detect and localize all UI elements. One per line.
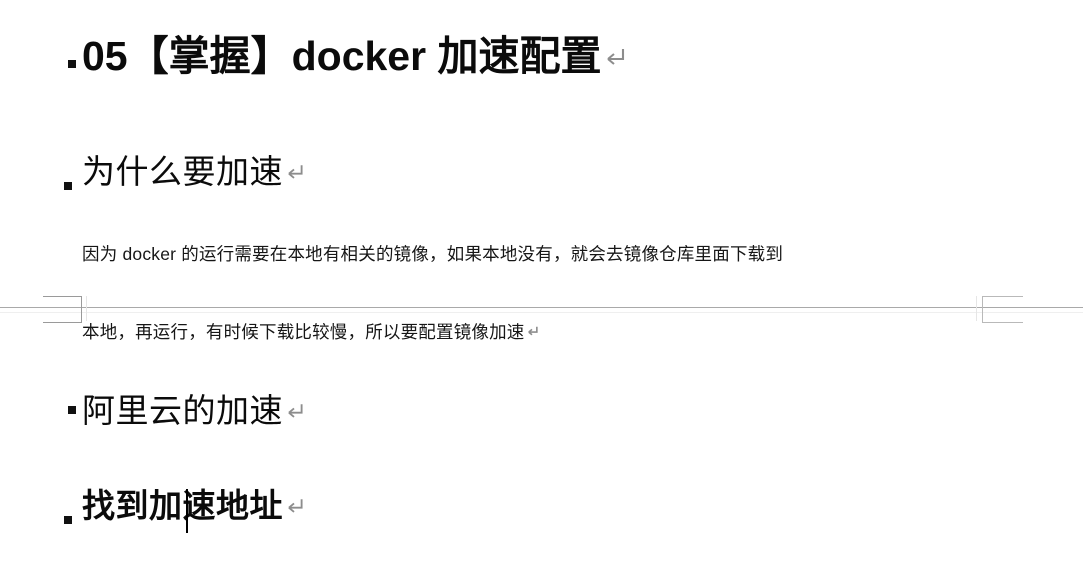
- heading-find-accelerate-address[interactable]: 找到加速地址: [82, 489, 305, 522]
- paragraph-return-icon: [283, 495, 305, 517]
- paragraph-return-icon: [283, 161, 305, 183]
- heading-why-accelerate[interactable]: 为什么要加速: [82, 155, 305, 188]
- paragraph-return-icon: [525, 324, 539, 338]
- document-title-text: 05【掌握】docker 加速配置: [82, 33, 602, 79]
- margin-bracket-right-icon: [982, 296, 1023, 323]
- heading-outline-bullet-icon: [64, 516, 72, 524]
- page-break-separator: [0, 307, 1083, 308]
- document-title[interactable]: 05【掌握】docker 加速配置: [82, 36, 627, 77]
- paragraph-return-icon: [601, 44, 627, 70]
- text-cursor-caret: [186, 489, 188, 533]
- margin-bracket-left-icon: [43, 296, 82, 323]
- body-paragraph-line-1[interactable]: 因为 docker 的运行需要在本地有相关的镜像，如果本地没有，就会去镜像仓库里…: [82, 244, 784, 264]
- page-break-shadow: [0, 312, 1083, 313]
- heading-aliyun-acceleration[interactable]: 阿里云的加速: [82, 394, 305, 427]
- paragraph-return-icon: [283, 400, 305, 422]
- heading-outline-bullet-icon: [68, 406, 76, 414]
- heading-aliyun-acceleration-text: 阿里云的加速: [82, 392, 283, 429]
- body-paragraph-line-2[interactable]: 本地，再运行，有时候下载比较慢，所以要配置镜像加速: [82, 322, 539, 342]
- margin-mark-ghost-left: [86, 296, 87, 321]
- title-outline-bullet-icon: [68, 60, 76, 68]
- margin-mark-ghost-right: [976, 296, 977, 321]
- heading-outline-bullet-icon: [64, 182, 72, 190]
- body-paragraph-line-1-text: 因为 docker 的运行需要在本地有相关的镜像，如果本地没有，就会去镜像仓库里…: [82, 244, 784, 264]
- heading-why-accelerate-text: 为什么要加速: [82, 153, 283, 190]
- body-paragraph-line-2-text: 本地，再运行，有时候下载比较慢，所以要配置镜像加速: [82, 322, 525, 342]
- heading-find-accelerate-address-text: 找到加速地址: [82, 487, 283, 524]
